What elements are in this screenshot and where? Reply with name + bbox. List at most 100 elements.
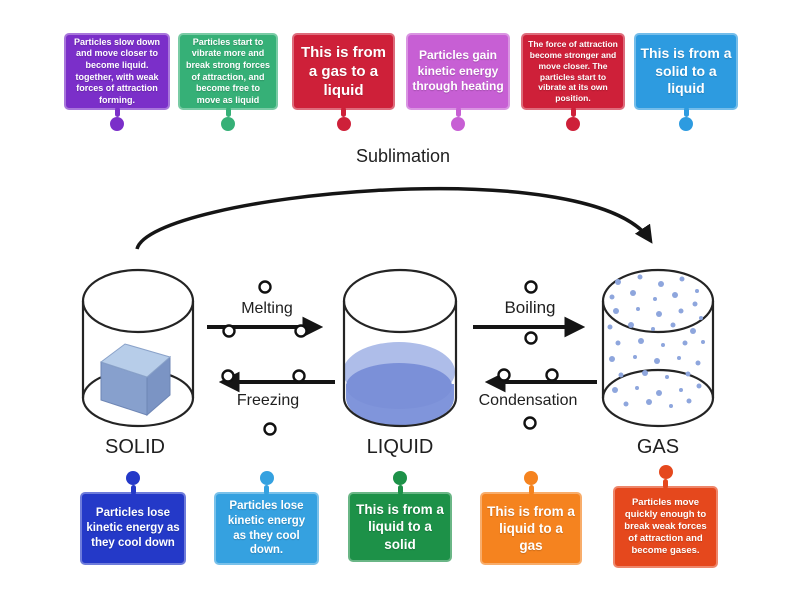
card-connector-dot <box>336 117 351 131</box>
drop-target-7[interactable] <box>524 280 538 294</box>
card-connector-stem <box>570 107 576 117</box>
gas-particle <box>628 322 634 328</box>
gas-particle <box>633 355 637 359</box>
gas-particle <box>699 316 703 320</box>
label-card-lose-kinetic-energy-bold[interactable]: Particles lose kinetic energy as they co… <box>80 471 186 565</box>
label-card-liquid-to-gas[interactable]: This is from a liquid to a gas <box>480 471 582 565</box>
label-card-lose-kinetic-energy[interactable]: Particles lose kinetic energy as they co… <box>214 471 319 565</box>
gas-particle <box>656 390 662 396</box>
label-card-solid-to-liquid[interactable]: This is from a solid to a liquid <box>634 33 738 131</box>
drop-target-5[interactable] <box>292 369 306 383</box>
drop-target-6[interactable] <box>263 422 277 436</box>
gas-particle <box>636 307 640 311</box>
card-connector-stem <box>455 107 461 117</box>
gas-particle <box>642 370 648 376</box>
gas-particle <box>618 372 624 378</box>
card-connector-dot <box>566 117 580 131</box>
card-connector-dot <box>110 117 124 131</box>
drop-target-1[interactable] <box>258 280 272 294</box>
card-text: Particles slow down and move closer to b… <box>73 36 161 105</box>
card-connector-dot <box>221 117 235 131</box>
freezing-label: Freezing <box>237 392 299 409</box>
gas-particle <box>609 356 615 362</box>
gas-particle <box>682 340 688 346</box>
label-card-liquid-to-solid[interactable]: This is from a liquid to a solid <box>348 471 452 562</box>
gas-particle <box>678 308 684 314</box>
gas-particle <box>695 360 701 366</box>
drop-target-3[interactable] <box>294 324 308 338</box>
gas-particle <box>635 386 639 390</box>
gas-beaker: GAS <box>601 268 715 458</box>
gas-particle <box>630 290 636 296</box>
card-connector-stem <box>663 479 668 489</box>
card-connector-dot <box>393 471 407 485</box>
card-text: Particles move quickly enough to break w… <box>624 496 707 557</box>
gas-particle <box>638 338 644 344</box>
drop-target-4[interactable] <box>221 369 235 383</box>
condensation-label: Condensation <box>479 392 578 409</box>
card-connector-stem <box>683 107 689 117</box>
drop-target-2[interactable] <box>222 324 236 338</box>
gas-particle <box>669 404 673 408</box>
gas-particle <box>612 387 618 393</box>
liquid-fill <box>343 342 455 426</box>
card-text: Particles lose kinetic energy as they co… <box>227 500 306 557</box>
card-text: The force of attraction become stronger … <box>528 38 618 104</box>
gas-particle <box>658 281 664 287</box>
gas-particle <box>651 327 655 331</box>
card-text: This is from a liquid to a gas <box>487 503 575 554</box>
gas-label: GAS <box>637 436 679 458</box>
drop-target-9[interactable] <box>497 368 511 382</box>
gas-particle <box>696 383 702 389</box>
card-connector-dot <box>126 471 140 485</box>
gas-particle <box>613 308 619 314</box>
liquid-beaker: LIQUID <box>342 268 458 458</box>
gas-particles <box>607 274 705 408</box>
gas-particle <box>692 301 698 307</box>
gas-particle <box>686 398 692 404</box>
solid-label: SOLID <box>105 436 165 458</box>
gas-particle <box>695 289 699 293</box>
card-connector-dot <box>658 465 673 479</box>
gas-particle <box>690 328 696 334</box>
card-connector-stem <box>225 107 231 117</box>
boiling-label: Boiling <box>504 298 555 317</box>
sublimation-label: Sublimation <box>356 146 450 166</box>
label-card-gain-kinetic-energy[interactable]: Particles gain kinetic energy through he… <box>406 33 510 131</box>
label-card-particles-vibrate-more[interactable]: Particles start to vibrate more and brea… <box>178 33 278 131</box>
solid-beaker: SOLID <box>81 268 195 458</box>
gas-particle <box>654 358 660 364</box>
gas-particle <box>656 311 662 317</box>
card-text: Particles gain kinetic energy through he… <box>412 48 504 94</box>
card-text: Particles lose kinetic energy as they co… <box>86 507 180 549</box>
solid-block <box>99 343 172 417</box>
gas-particle <box>661 343 665 347</box>
label-card-attraction-stronger[interactable]: The force of attraction become stronger … <box>521 33 625 131</box>
card-text: This is from a gas to a liquid <box>300 43 386 100</box>
gas-particle <box>615 340 621 346</box>
gas-particle <box>653 297 657 301</box>
sublimation-arrow <box>135 186 653 250</box>
card-connector-dot <box>259 471 274 485</box>
drop-target-11[interactable] <box>523 416 537 430</box>
card-text: Particles start to vibrate more and brea… <box>185 36 271 105</box>
label-card-gas-to-liquid[interactable]: This is from a gas to a liquid <box>292 33 395 131</box>
label-card-become-gases[interactable]: Particles move quickly enough to break w… <box>613 465 718 568</box>
gas-particle <box>701 340 705 344</box>
card-connector-stem <box>264 485 269 495</box>
liquid-label: LIQUID <box>367 436 434 458</box>
card-connector-stem <box>114 107 120 117</box>
card-connector-stem <box>528 485 534 495</box>
gas-particle <box>670 322 676 328</box>
gas-particle <box>665 375 669 379</box>
drop-target-10[interactable] <box>545 368 559 382</box>
gas-particle <box>679 276 685 282</box>
gas-particle <box>637 274 643 280</box>
card-connector-dot <box>524 471 538 485</box>
drop-target-8[interactable] <box>524 331 538 345</box>
label-card-particles-slow-down[interactable]: Particles slow down and move closer to b… <box>64 33 170 131</box>
card-text: This is from a liquid to a solid <box>356 502 444 552</box>
gas-particle <box>672 292 678 298</box>
